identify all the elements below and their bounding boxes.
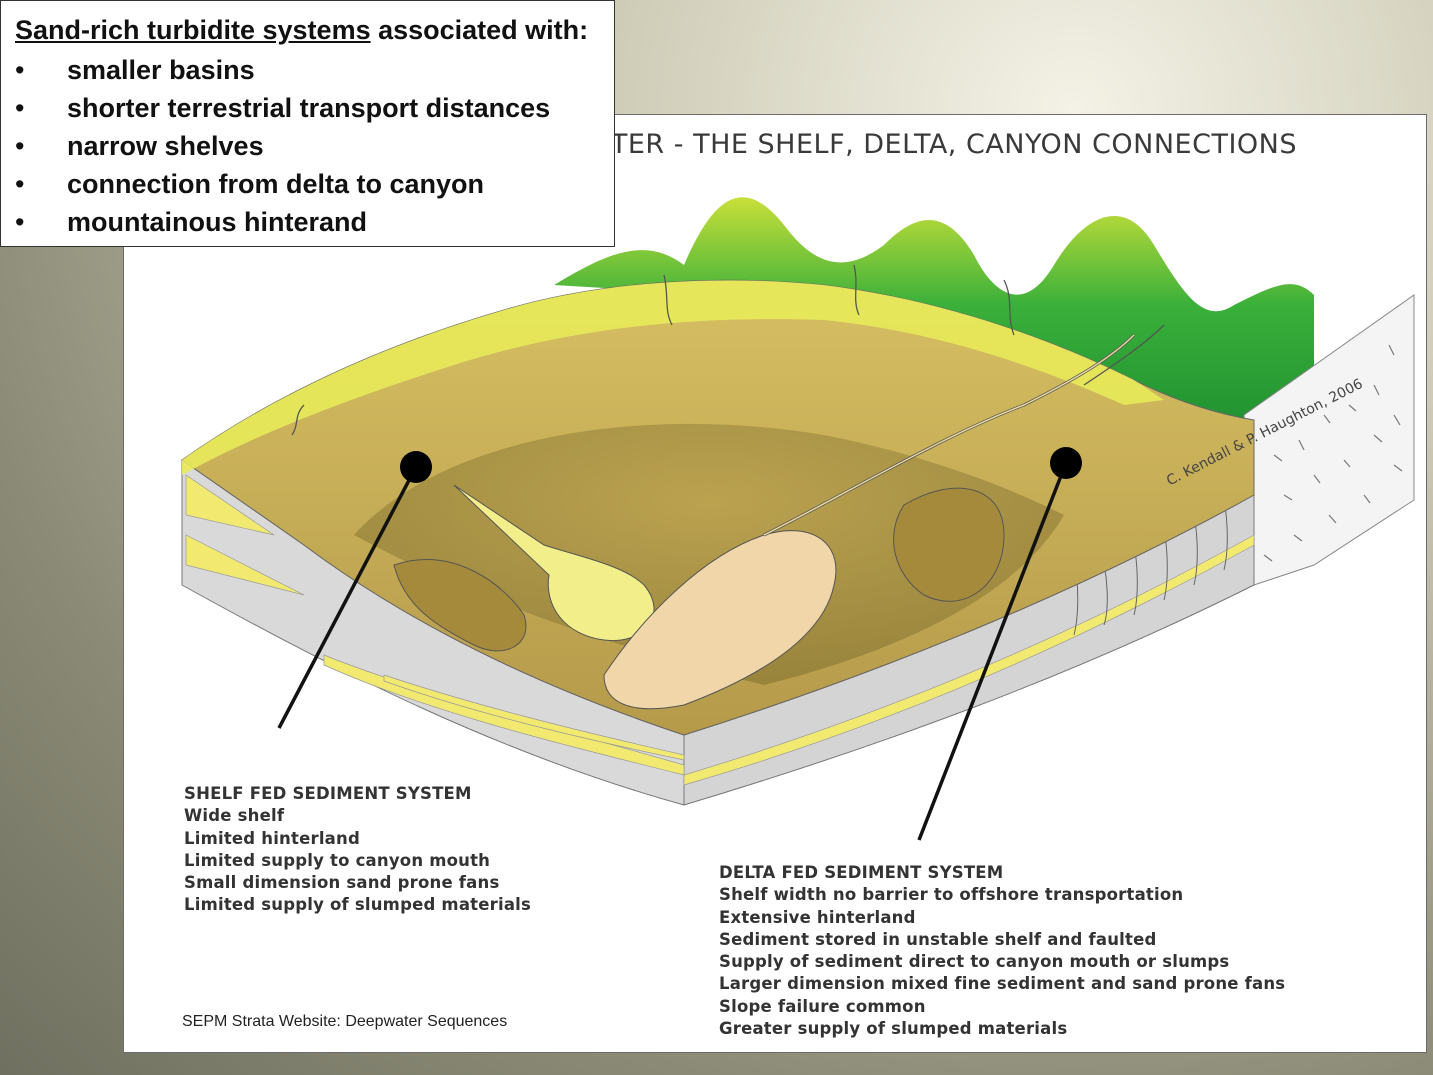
delta-leader-line — [917, 462, 1068, 841]
shelf-system-heading: SHELF FED SEDIMENT SYSTEM — [184, 784, 472, 803]
callout-item-text: connection from delta to canyon — [67, 169, 485, 199]
delta-system-line: Greater supply of slumped materials — [719, 1019, 1068, 1039]
delta-system-legend: DELTA FED SEDIMENT SYSTEM Shelf width no… — [719, 862, 1285, 1040]
callout-list-item: • connection from delta to canyon — [15, 165, 602, 203]
callout-item-text: mountainous hinterand — [67, 207, 367, 237]
callout-item-text: smaller basins — [67, 55, 255, 85]
bullet-icon: • — [15, 93, 25, 123]
shelf-system-line: Limited hinterland — [184, 828, 360, 848]
delta-system-line: Supply of sediment direct to canyon mout… — [719, 952, 1230, 972]
cliff-pattern — [1263, 344, 1403, 562]
basin-depression — [354, 423, 1064, 685]
callout-list-item: • smaller basins — [15, 51, 602, 89]
callout-headline: Sand-rich turbidite systems associated w… — [15, 13, 602, 47]
callout-list-item: • mountainous hinterand — [15, 203, 602, 241]
callout-headline-rest: associated with: — [370, 15, 589, 45]
delta-distributaries — [291, 264, 1165, 436]
callout-item-text: shorter terrestrial transport distances — [67, 93, 551, 123]
shelf-leader-line — [277, 466, 418, 729]
delta-system-line: Shelf width no barrier to offshore trans… — [719, 885, 1184, 905]
bullet-icon: • — [15, 55, 25, 85]
delta-system-heading: DELTA FED SEDIMENT SYSTEM — [719, 863, 1004, 882]
bullet-icon: • — [15, 207, 25, 237]
shelf-system-legend: SHELF FED SEDIMENT SYSTEM Wide shelf Lim… — [184, 783, 531, 917]
bullet-icon: • — [15, 131, 25, 161]
delta-dot — [1050, 447, 1082, 479]
block-diagram — [181, 197, 1415, 841]
callout-list-item: • shorter terrestrial transport distances — [15, 89, 602, 127]
source-citation: SEPM Strata Website: Deepwater Sequences — [182, 1013, 508, 1030]
delta-fed-fan — [603, 530, 837, 710]
shelf-system-line: Limited supply to canyon mouth — [184, 850, 491, 870]
summary-callout: Sand-rich turbidite systems associated w… — [0, 0, 615, 247]
slump-bodies — [393, 487, 1005, 652]
callout-headline-underlined: Sand-rich turbidite systems — [15, 15, 371, 45]
shelf-system-line: Small dimension sand prone fans — [184, 873, 500, 893]
bullet-icon: • — [15, 169, 25, 199]
figure-panel: ATER - THE SHELF, DELTA, CANYON CONNECTI… — [123, 114, 1427, 1053]
delta-system-line: Larger dimension mixed fine sediment and… — [719, 974, 1286, 994]
coastal-plain — [182, 280, 1164, 475]
delta-system-line: Extensive hinterland — [719, 907, 916, 927]
shelf-dot — [400, 451, 432, 483]
shelf-system-line: Limited supply of slumped materials — [184, 895, 532, 915]
shelf-system-line: Wide shelf — [184, 806, 285, 826]
delta-system-line: Sediment stored in unstable shelf and fa… — [719, 929, 1157, 949]
figure-title: ATER - THE SHELF, DELTA, CANYON CONNECTI… — [594, 129, 1297, 160]
callout-list: • smaller basins • shorter terrestrial tra… — [15, 51, 602, 241]
delta-system-line: Slope failure common — [719, 996, 926, 1016]
callout-item-text: narrow shelves — [67, 131, 264, 161]
callout-list-item: • narrow shelves — [15, 127, 602, 165]
